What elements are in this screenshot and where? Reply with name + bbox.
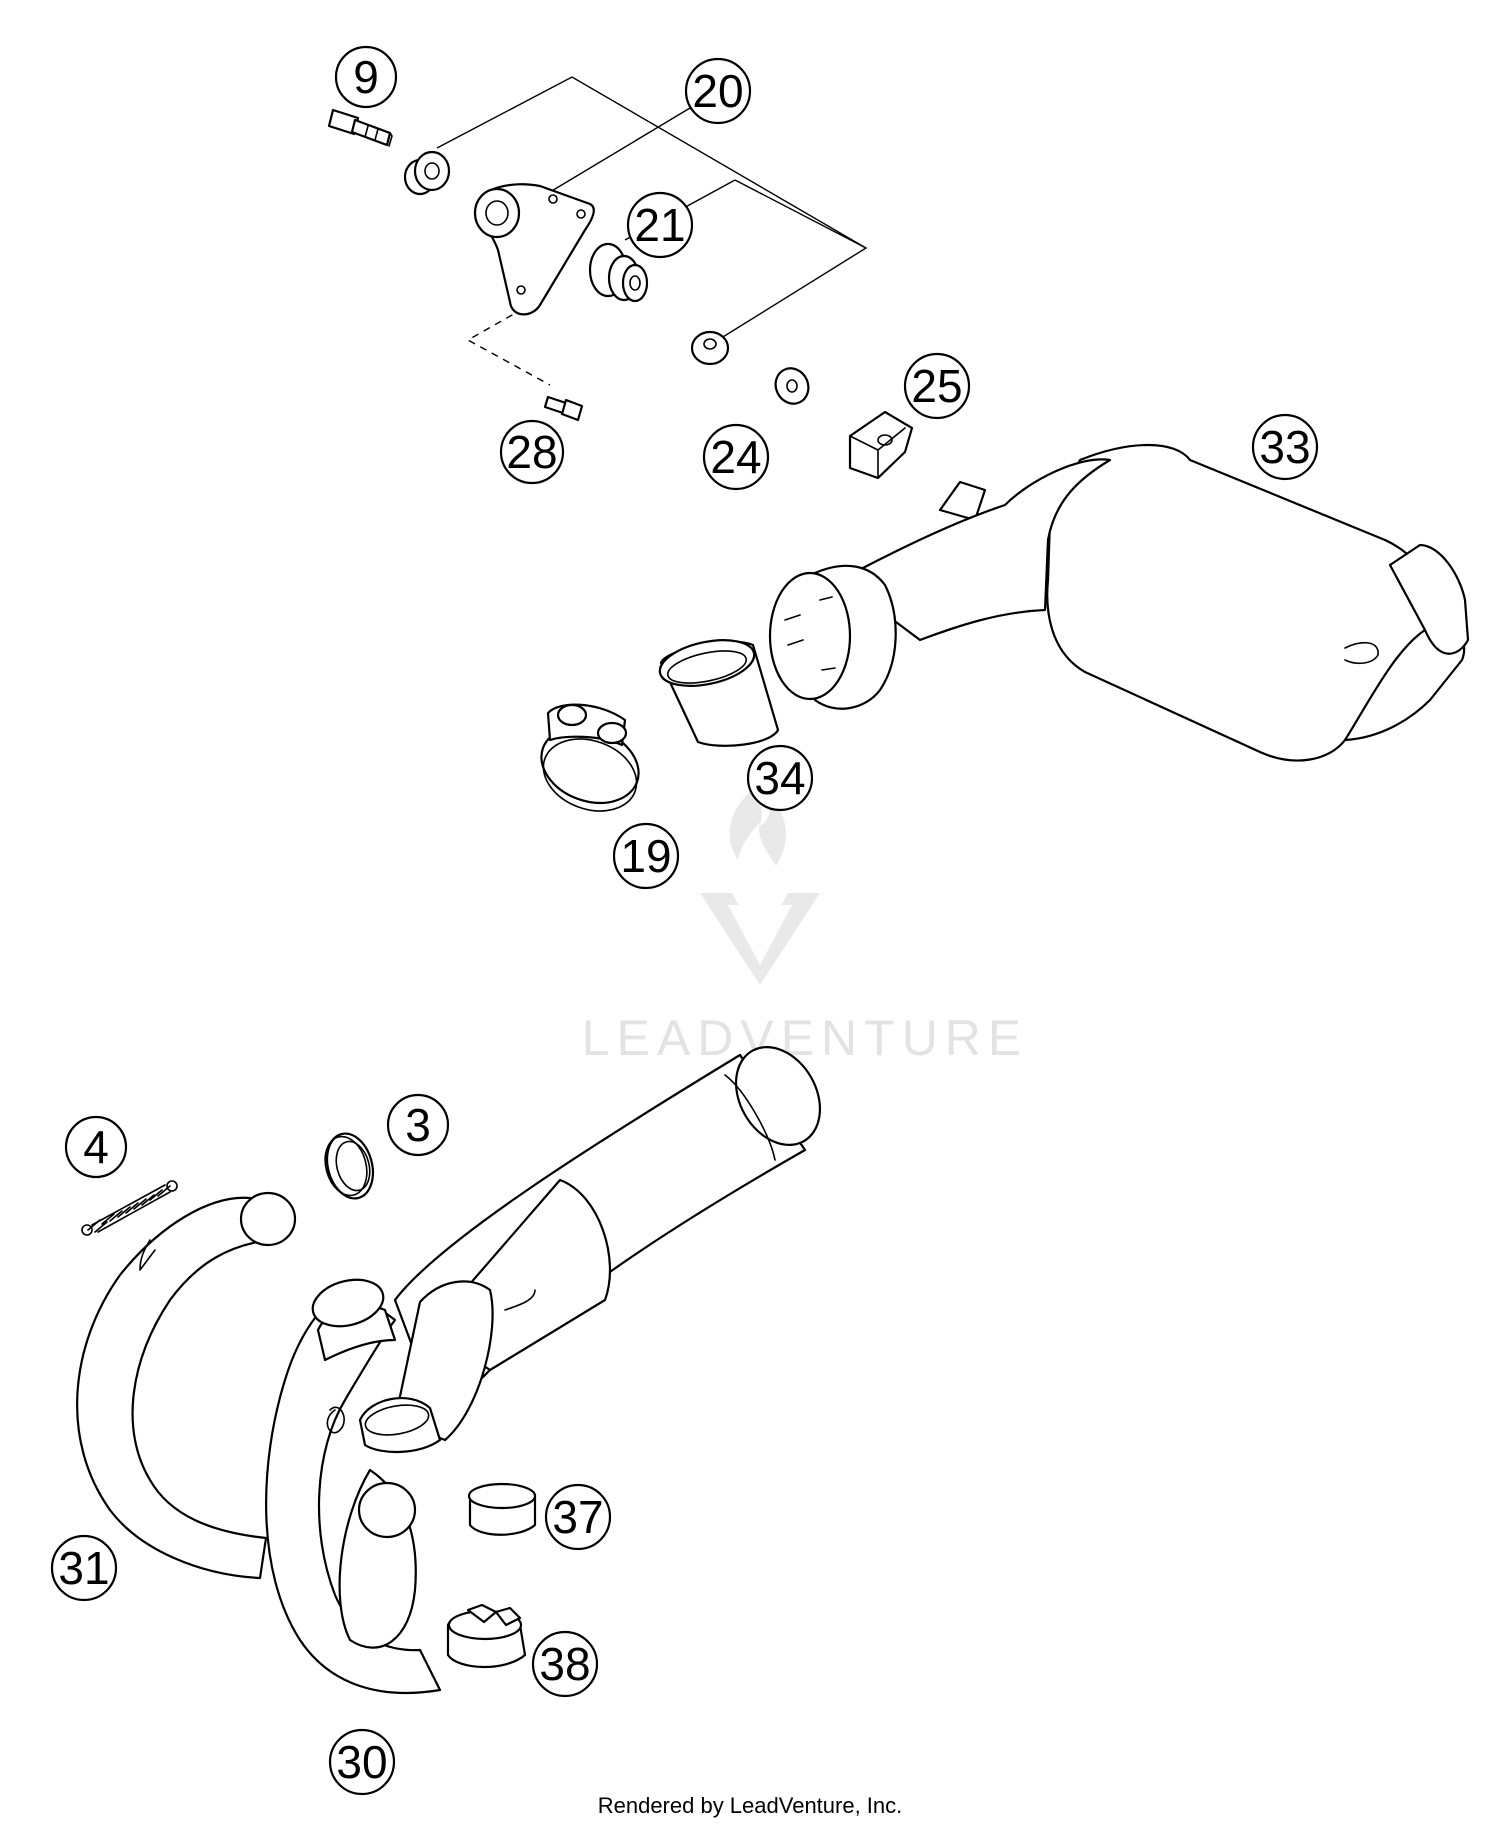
part-main-pipe-body (393, 1046, 822, 1442)
part-38-clamp (446, 1603, 527, 1669)
credit-text: Rendered by LeadVenture, Inc. (598, 1793, 903, 1818)
callout-28-label: 28 (506, 426, 557, 478)
callout-38: 38 (531, 1630, 599, 1698)
part-3-seal-ring (324, 1132, 375, 1200)
callout-34: 34 (746, 744, 814, 812)
callout-24: 24 (702, 423, 770, 491)
callouts: 9 20 21 28 24 25 33 34 (50, 45, 1319, 1796)
part-30-header-pipe (265, 1278, 442, 1694)
part-33-silencer (768, 443, 1470, 762)
callout-25: 25 (903, 352, 971, 420)
watermark-logo (700, 790, 820, 985)
callout-31: 31 (50, 1534, 118, 1602)
callout-28: 28 (499, 419, 565, 485)
callout-20: 20 (684, 57, 752, 125)
part-25-clip-nut (848, 410, 914, 480)
callout-4-label: 4 (83, 1121, 109, 1173)
part-pipe-connector-sleeve (358, 1397, 442, 1453)
part-20-bracket (473, 183, 595, 316)
part-28-screw (543, 395, 584, 422)
callout-37-label: 37 (552, 1491, 603, 1543)
callout-19-label: 19 (620, 830, 671, 882)
callout-37: 37 (544, 1483, 612, 1551)
callout-3-label: 3 (405, 1099, 431, 1151)
part-37-sleeve (467, 1482, 537, 1536)
callout-25-label: 25 (911, 360, 962, 412)
callout-4: 4 (64, 1115, 128, 1179)
callout-24-label: 24 (710, 431, 761, 483)
callout-30-label: 30 (336, 1736, 387, 1788)
part-4-spring (81, 1180, 178, 1236)
callout-21: 21 (626, 191, 694, 259)
part-21-grommet (588, 242, 649, 303)
part-washer-small (690, 330, 730, 366)
callout-31-label: 31 (58, 1542, 109, 1594)
callout-30: 30 (328, 1728, 396, 1796)
part-spacer-washer (403, 150, 451, 196)
callout-9-label: 9 (353, 51, 379, 103)
callout-19: 19 (612, 822, 680, 890)
callout-34-label: 34 (754, 752, 805, 804)
part-34-gasket-ring (658, 639, 780, 747)
watermark-text: LEADVENTURE (582, 1010, 1029, 1066)
callout-33: 33 (1251, 413, 1319, 481)
part-24-washer (774, 367, 810, 405)
callout-33-label: 33 (1259, 421, 1310, 473)
part-31-header-pipe (76, 1191, 297, 1580)
part-19-clamp (540, 703, 640, 812)
callout-3: 3 (386, 1093, 450, 1157)
callout-21-label: 21 (634, 199, 685, 251)
callout-38-label: 38 (539, 1638, 590, 1690)
callout-9: 9 (334, 45, 398, 109)
callout-20-label: 20 (692, 65, 743, 117)
part-9-bolt (327, 108, 393, 147)
